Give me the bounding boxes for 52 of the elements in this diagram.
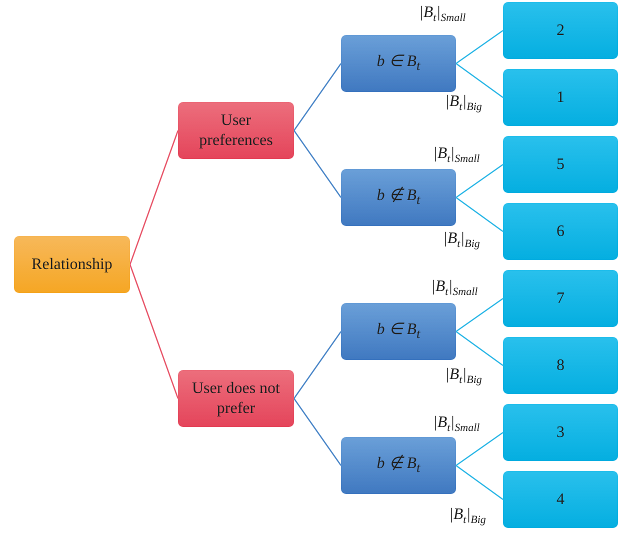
node-label: 2 (556, 20, 564, 40)
tree-node-box (341, 169, 456, 226)
tree-node-box (503, 203, 618, 260)
connector-line (456, 432, 504, 466)
connector-line (456, 464, 504, 500)
connector-line (129, 130, 179, 265)
node-label: 5 (556, 154, 564, 174)
node-label: b ∉ B$_{t}$ (376, 454, 420, 477)
tree-node-box (503, 136, 618, 193)
node-label: User does not prefer (192, 378, 280, 418)
connector-line (456, 330, 504, 366)
tree-node-box (178, 370, 294, 427)
connector-line (129, 264, 179, 399)
node-label: 7 (556, 288, 564, 308)
connector-line (293, 398, 342, 466)
edge-label: |B$_{t}$|$_{Big}$ (448, 506, 487, 526)
node-label: 8 (556, 356, 564, 376)
node-label: b ∉ B$_{t}$ (376, 186, 420, 209)
tree-node-box (503, 270, 618, 327)
node-label: 1 (556, 88, 564, 108)
edge-label: |B$_{t}$|$_{Big}$ (442, 230, 481, 250)
node-label: 6 (556, 222, 564, 242)
tree-node-box (503, 404, 618, 461)
node-label: 3 (556, 422, 564, 442)
tree-node-box (503, 337, 618, 394)
connector-line (456, 164, 504, 198)
edge-label: |B$_{t}$|$_{Small}$ (430, 278, 479, 298)
edge-label: |B$_{t}$|$_{Big}$ (444, 366, 483, 386)
node-label: b ∈ B$_{t}$ (376, 52, 420, 75)
tree-node-box (341, 437, 456, 494)
node-label: 4 (556, 490, 564, 510)
tree-node-box (14, 236, 130, 293)
connector-line (456, 30, 504, 64)
connector-line (293, 130, 342, 198)
connector-line (293, 331, 342, 399)
connector-line (456, 62, 504, 98)
tree-node-box (341, 35, 456, 92)
node-label: b ∈ B$_{t}$ (376, 320, 420, 343)
connector-line (293, 63, 342, 131)
node-label: Relationship (32, 254, 112, 274)
tree-node-box (503, 471, 618, 528)
tree-node-box (503, 69, 618, 126)
node-label: User preferences (198, 110, 274, 150)
tree-node-box (178, 102, 294, 159)
edge-label: |B$_{t}$|$_{Small}$ (432, 145, 481, 166)
connector-line (456, 298, 504, 332)
connector-line (456, 196, 504, 232)
edge-label: |B$_{t}$|$_{Big}$ (444, 93, 483, 114)
tree-node-box (341, 303, 456, 360)
edge-label: |B$_{t}$|$_{Small}$ (418, 4, 467, 24)
edge-label: |B$_{t}$|$_{Small}$ (432, 414, 481, 434)
tree-node-box (503, 2, 618, 59)
